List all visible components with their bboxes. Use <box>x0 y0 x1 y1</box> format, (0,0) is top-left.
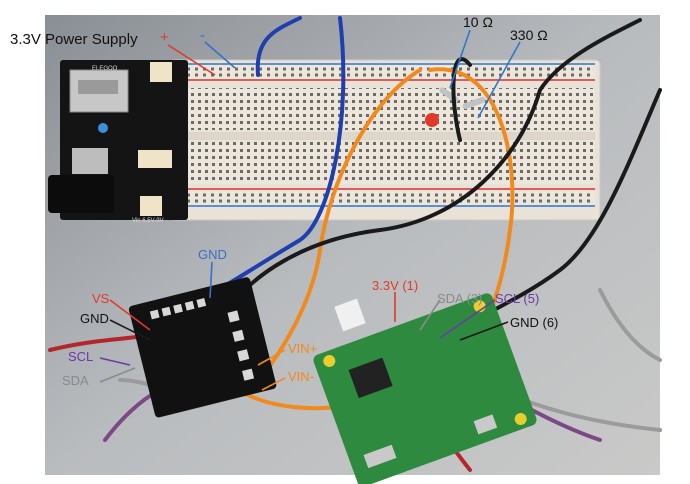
pointer-330ohm <box>477 41 521 119</box>
label-sda-left: SDA <box>62 373 89 388</box>
label-vin-minus: VIN- <box>288 369 314 384</box>
pointer-vin-minus <box>261 377 286 391</box>
label-10-ohm: 10 Ω <box>463 14 493 30</box>
label-gnd-top: GND <box>198 247 227 262</box>
label-scl-left: SCL <box>68 349 94 364</box>
pointer-gnd-left <box>109 319 151 341</box>
pointer-scl-left <box>99 357 131 366</box>
pointer-sda3 <box>419 299 441 331</box>
pointer-10ohm <box>449 29 471 89</box>
label-330-ohm: 330 Ω <box>510 27 548 43</box>
pointer-minus <box>204 41 236 69</box>
label-power-supply: 3.3V Power Supply <box>10 31 138 48</box>
label-plus: + <box>160 29 169 46</box>
label-gnd-left: GND <box>80 311 109 326</box>
label-minus: - <box>200 27 205 44</box>
pointer-scl5 <box>439 299 496 339</box>
raspberry-pi-board <box>313 293 537 484</box>
pointer-gnd6 <box>459 321 509 341</box>
pointer-plus <box>167 44 216 76</box>
pointer-vs <box>109 299 151 331</box>
label-sda3: SDA (3) <box>437 291 483 306</box>
label-vin-plus: VIN+ <box>288 341 318 356</box>
current-sensor-module <box>128 277 277 418</box>
breadboard <box>169 59 601 221</box>
label-gnd6: GND (6) <box>510 315 559 330</box>
psu-voltage-label: Vin 6.5V-9V <box>132 218 164 224</box>
pointer-sda-left <box>99 367 136 383</box>
label-scl5: SCL (5) <box>495 291 540 306</box>
pointer-gnd-top <box>209 261 213 299</box>
label-vs: VS <box>92 291 110 306</box>
psu-brand: ELEGOO <box>92 66 118 72</box>
label-3v3: 3.3V (1) <box>372 278 419 293</box>
power-supply-module: ELEGOO Vin 6.5V-9V <box>48 60 188 224</box>
pointer-vin-plus <box>257 349 286 366</box>
